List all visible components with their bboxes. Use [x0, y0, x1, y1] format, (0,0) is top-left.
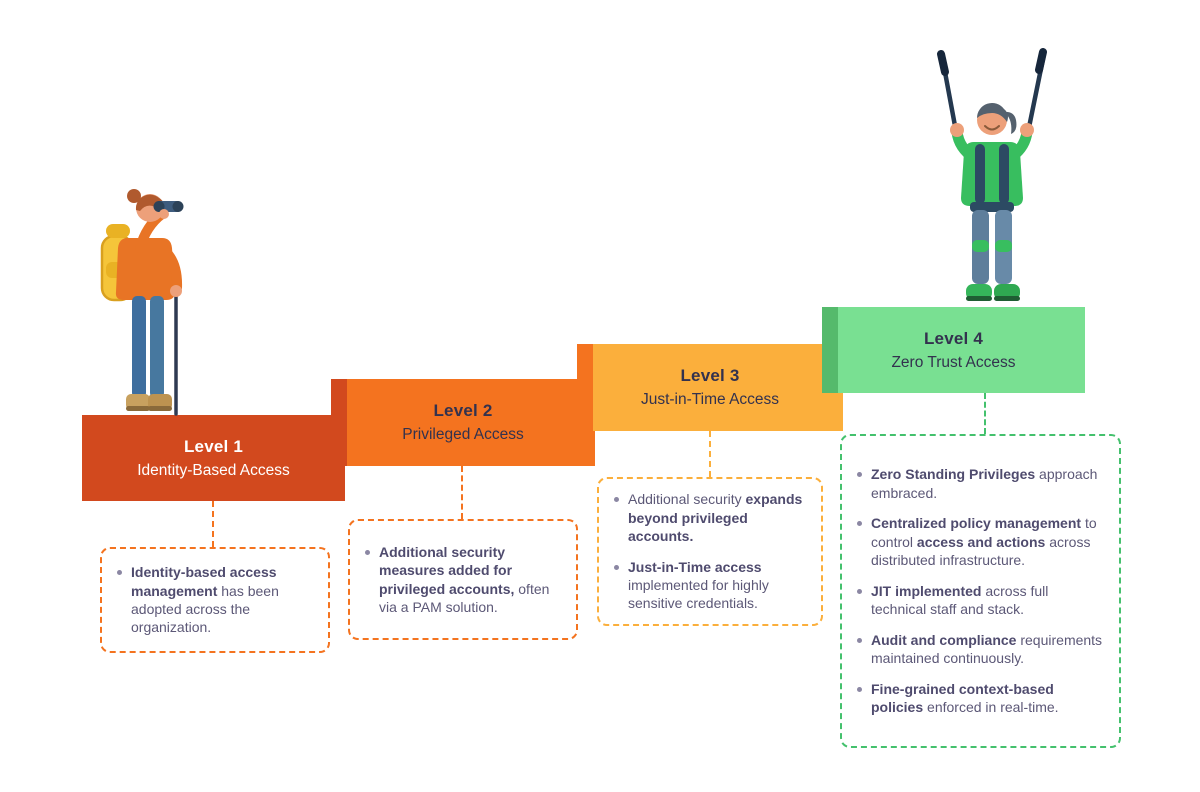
bullet-dot — [857, 637, 862, 643]
bullet-item: Additional security measures added for p… — [365, 543, 561, 617]
level-1-connector-line — [212, 501, 214, 547]
bullet-item: Just-in-Time access implemented for high… — [614, 558, 806, 613]
bullet-item: Audit and compliance requirements mainta… — [857, 631, 1104, 668]
level-2-name: Privileged Access — [402, 426, 524, 443]
level-3-name: Just-in-Time Access — [640, 391, 780, 408]
level-4-label: Level 4 — [923, 328, 984, 348]
bullet-item: Centralized policy management to control… — [857, 514, 1104, 569]
level-3-connector-line — [709, 431, 711, 477]
bullet-dot — [857, 521, 862, 527]
level-3-block: Level 3 Just-in-Time Access — [577, 344, 843, 431]
shirt — [961, 142, 1023, 206]
smile — [984, 125, 1000, 131]
boots — [126, 394, 172, 411]
bullet-dot — [365, 549, 370, 555]
bullet-dot — [857, 588, 862, 594]
bullet-text: JIT implemented across full technical st… — [871, 582, 1049, 618]
bullet-text: Audit and compliance requirements mainta… — [871, 631, 1103, 667]
level-2-block-tab — [331, 379, 347, 466]
level-1-callout: Identity-based access management has bee… — [100, 547, 330, 653]
bullet-text: Identity-based access management has bee… — [131, 564, 279, 636]
vest-straps — [975, 144, 1009, 204]
bullet-dot — [614, 564, 619, 570]
bullet-text: Zero Standing Privileges approach embrac… — [871, 466, 1098, 501]
binoculars — [153, 201, 184, 219]
level-4-block-tab — [822, 307, 838, 393]
jacket — [115, 238, 175, 300]
bullet-dot — [857, 472, 862, 478]
bullet-dot — [117, 570, 122, 576]
level-4-connector-line — [984, 393, 986, 434]
level-4-callout: Zero Standing Privileges approach embrac… — [840, 434, 1121, 748]
bullet-text: Additional security measures added for p… — [379, 543, 550, 615]
bullet-item: Identity-based access management has bee… — [117, 563, 313, 637]
belt — [970, 202, 1014, 212]
shoes — [966, 284, 1020, 301]
level-1-label: Level 1 — [183, 436, 244, 456]
hiker-with-binoculars-illustration — [100, 189, 184, 416]
bullet-text: Centralized policy management to control… — [871, 515, 1097, 569]
level-2-block: Level 2 Privileged Access — [331, 379, 595, 466]
level-4-block: Level 4 Zero Trust Access — [822, 307, 1085, 393]
bullet-item: Fine-grained context-based policies enfo… — [857, 680, 1104, 717]
bullet-text: Fine-grained context-based policies enfo… — [871, 680, 1059, 716]
level-2-callout: Additional security measures added for p… — [348, 519, 578, 640]
bullet-dot — [857, 686, 862, 692]
level-1-name: Identity-Based Access — [137, 461, 290, 479]
arm-down — [159, 245, 183, 293]
bullet-text: Just-in-Time access implemented for high… — [628, 558, 769, 612]
level-4-name: Zero Trust Access — [891, 353, 1016, 371]
bullet-item: JIT implemented across full technical st… — [857, 582, 1104, 619]
level-2-connector-line — [461, 466, 463, 519]
bullet-text: Additional security expands beyond privi… — [628, 491, 803, 545]
hair — [977, 103, 1017, 134]
bullet-item: Zero Standing Privileges approach embrac… — [857, 465, 1104, 502]
level-2-label: Level 2 — [433, 401, 493, 420]
level-1-block: Level 1 Identity-Based Access — [82, 415, 345, 501]
level-3-block-tab — [577, 344, 593, 431]
level-3-label: Level 3 — [680, 366, 740, 385]
legs — [972, 210, 1012, 284]
bullet-dot — [614, 497, 619, 503]
bullet-item: Additional security expands beyond privi… — [614, 490, 806, 545]
hiker-celebrating-illustration — [937, 48, 1047, 301]
hand — [170, 285, 182, 297]
legs — [132, 296, 164, 398]
level-3-callout: Additional security expands beyond privi… — [597, 477, 823, 626]
